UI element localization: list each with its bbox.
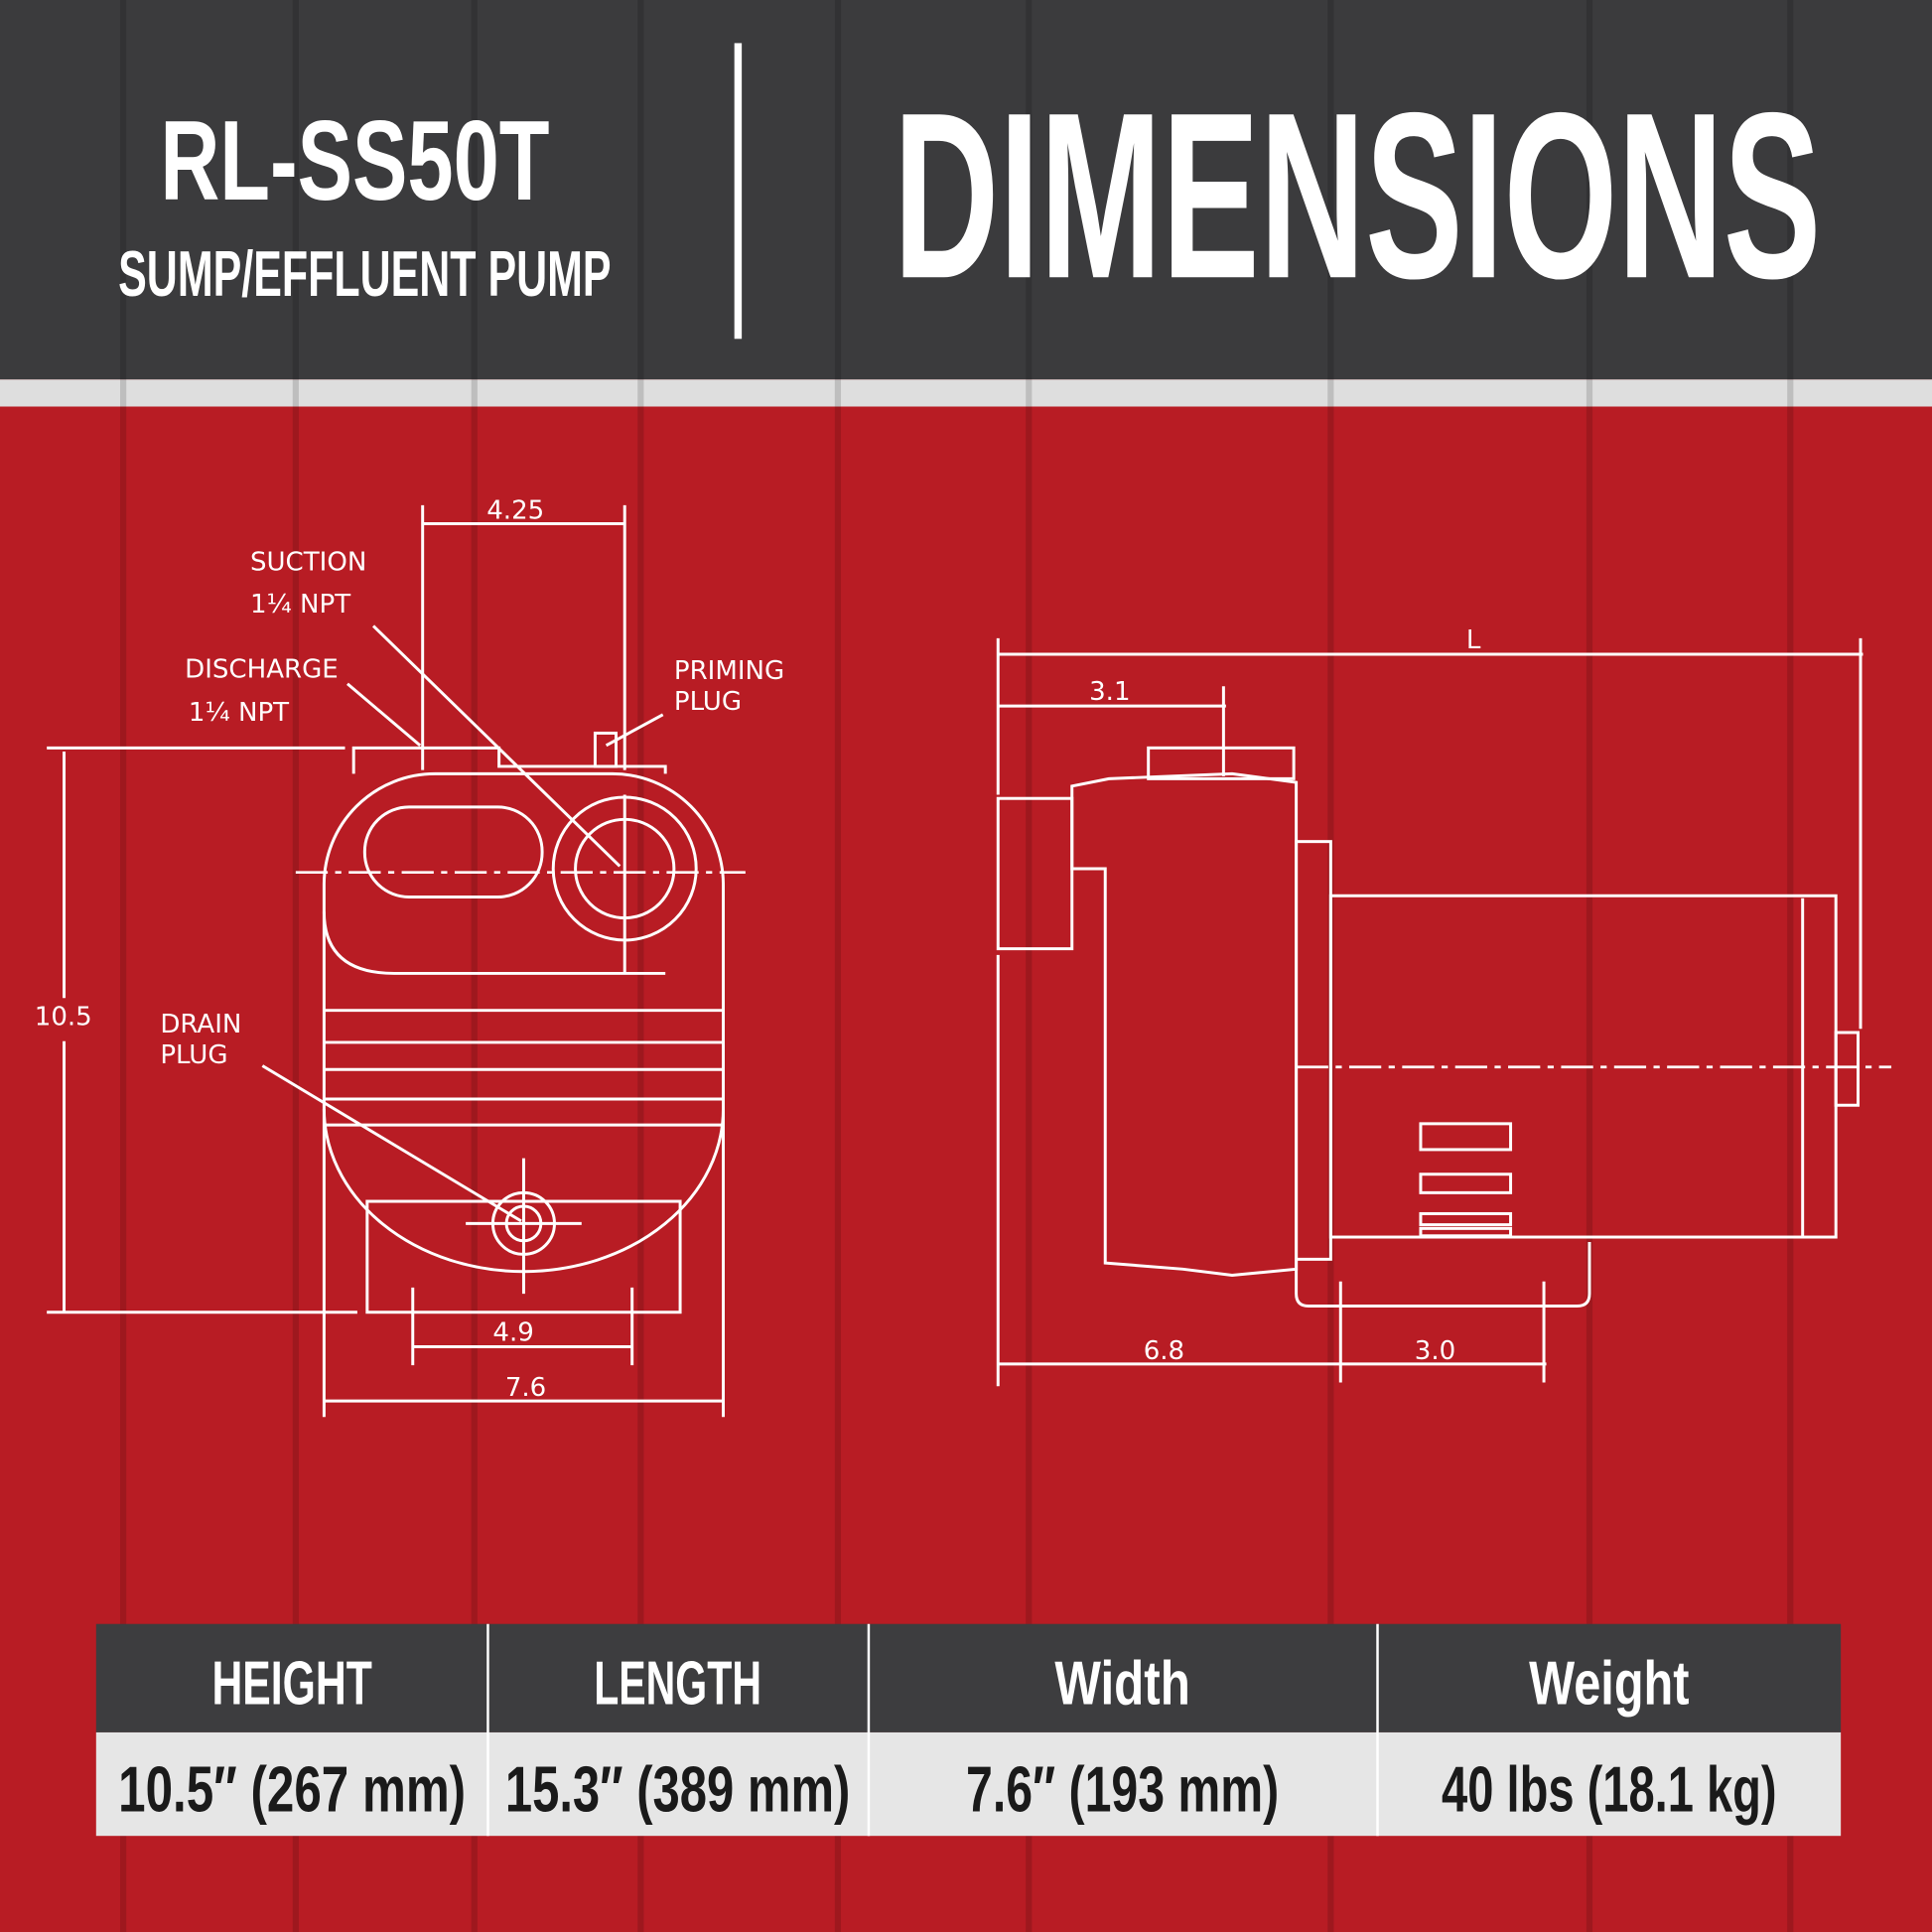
header-width: Width bbox=[1054, 1649, 1190, 1718]
dim-front-to-foot: 6.8 bbox=[1144, 1336, 1184, 1366]
header-length: LENGTH bbox=[594, 1649, 761, 1718]
header-background bbox=[0, 0, 1932, 380]
discharge-label: DISCHARGE bbox=[185, 655, 339, 685]
dim-overall-width: 7.6 bbox=[505, 1373, 546, 1403]
dim-foot-width: 3.0 bbox=[1415, 1336, 1455, 1366]
value-height: 10.5″ (267 mm) bbox=[118, 1753, 466, 1825]
value-width: 7.6″ (193 mm) bbox=[966, 1753, 1279, 1825]
divider-stripe bbox=[0, 379, 1932, 407]
page-heading: DIMENSIONS bbox=[894, 64, 1822, 328]
header-height: HEIGHT bbox=[211, 1649, 371, 1718]
drain-plug-label-2: PLUG bbox=[160, 1040, 227, 1070]
dim-port-offset: 3.1 bbox=[1089, 677, 1130, 707]
drain-plug-label-1: DRAIN bbox=[160, 1010, 241, 1039]
side-view-drawing: L 3.1 6.8 3.0 bbox=[996, 625, 1892, 1387]
value-weight: 40 lbs (18.1 kg) bbox=[1442, 1753, 1777, 1825]
front-view-drawing: 4.25 10.5 4.9 bbox=[35, 495, 784, 1418]
header-weight: Weight bbox=[1529, 1649, 1689, 1718]
model-number: RL-SS50T bbox=[160, 98, 549, 224]
dim-length: L bbox=[1466, 625, 1481, 655]
spec-table: HEIGHT LENGTH Width Weight 10.5″ (267 mm… bbox=[95, 1623, 1842, 1837]
dim-height: 10.5 bbox=[35, 1003, 92, 1033]
suction-label: SUCTION bbox=[250, 548, 366, 578]
suction-size: 1¼ NPT bbox=[250, 590, 350, 620]
dim-base-width: 4.9 bbox=[492, 1317, 533, 1347]
product-subtitle: SUMP/EFFLUENT PUMP bbox=[118, 238, 611, 310]
discharge-size: 1¼ NPT bbox=[189, 698, 289, 728]
value-length: 15.3″ (389 mm) bbox=[505, 1753, 851, 1825]
priming-plug-label-2: PLUG bbox=[674, 687, 742, 717]
dim-top-spacing: 4.25 bbox=[486, 495, 544, 525]
header-divider bbox=[734, 43, 743, 340]
priming-plug-label-1: PRIMING bbox=[674, 656, 784, 686]
